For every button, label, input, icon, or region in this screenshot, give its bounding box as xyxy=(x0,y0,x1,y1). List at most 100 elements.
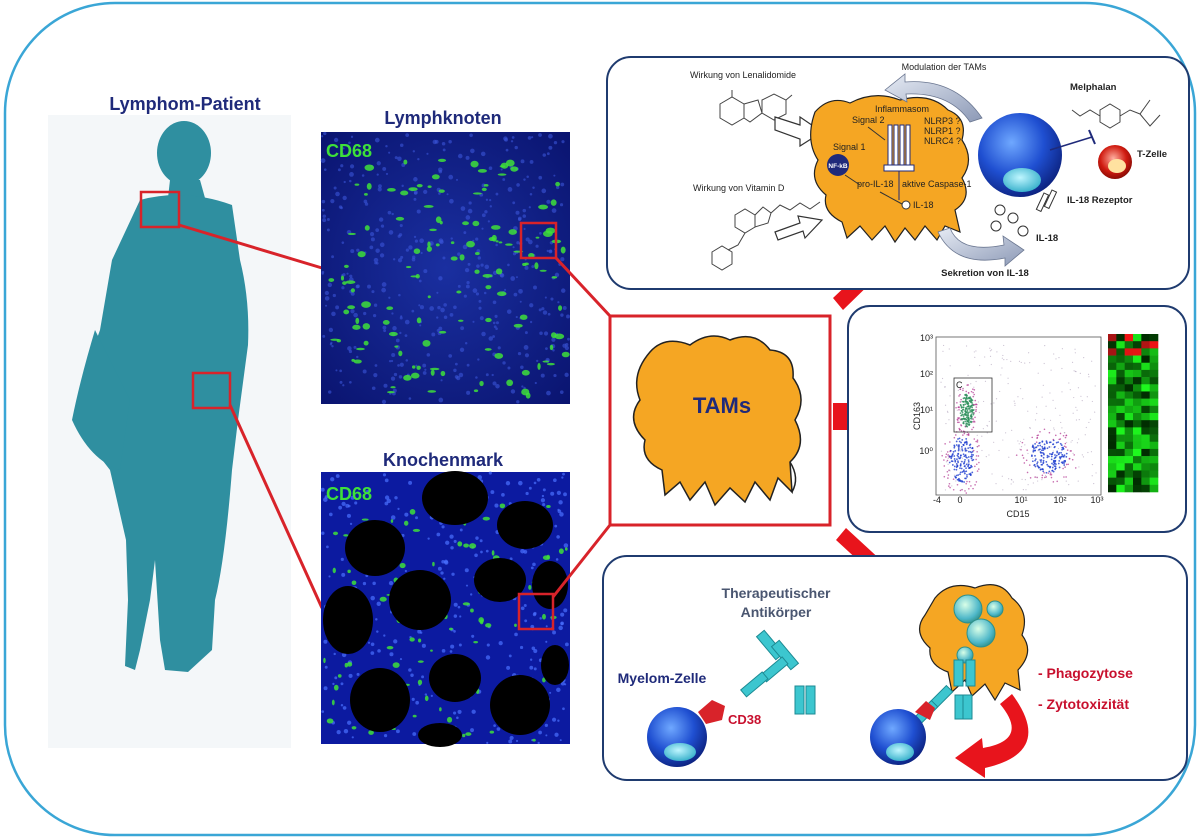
texture-mark xyxy=(1001,367,1003,369)
texture-mark xyxy=(549,691,552,694)
texture-mark xyxy=(363,311,367,316)
texture-mark xyxy=(531,646,536,651)
texture-mark xyxy=(1057,441,1060,444)
texture-mark xyxy=(1062,467,1064,470)
texture-mark xyxy=(1061,448,1063,451)
texture-mark xyxy=(381,399,387,404)
texture-mark xyxy=(1063,462,1066,464)
texture-mark xyxy=(946,470,949,473)
texture-mark xyxy=(528,486,532,490)
texture-mark xyxy=(372,313,377,318)
texture-mark xyxy=(1069,389,1071,391)
texture-mark xyxy=(347,346,352,351)
texture-mark xyxy=(440,379,443,382)
texture-mark xyxy=(1058,460,1061,462)
texture-mark xyxy=(560,257,565,262)
texture-mark xyxy=(488,166,493,171)
texture-mark xyxy=(1053,429,1055,431)
texture-mark xyxy=(410,372,420,379)
texture-mark xyxy=(1034,458,1037,460)
texture-mark xyxy=(349,179,352,183)
texture-mark xyxy=(1046,463,1049,466)
texture-mark xyxy=(960,398,962,401)
texture-mark xyxy=(528,206,531,209)
texture-mark xyxy=(525,491,529,496)
texture-mark xyxy=(552,717,557,722)
texture-mark xyxy=(487,220,491,223)
texture-mark xyxy=(403,159,408,165)
texture-mark xyxy=(520,365,524,370)
texture-mark xyxy=(408,397,412,400)
texture-mark xyxy=(961,471,964,473)
texture-mark xyxy=(976,450,978,453)
texture-mark xyxy=(1133,355,1142,364)
texture-mark xyxy=(539,617,542,620)
texture-mark xyxy=(968,397,970,400)
texture-mark xyxy=(1068,458,1071,460)
texture-mark xyxy=(944,489,947,491)
texture-mark xyxy=(563,543,569,548)
texture-mark xyxy=(1028,464,1031,466)
texture-mark xyxy=(321,208,325,212)
flow-y-tick: 10⁰ xyxy=(919,446,933,456)
texture-mark xyxy=(971,447,974,449)
texture-mark xyxy=(385,172,389,176)
texture-mark xyxy=(542,502,546,507)
texture-mark xyxy=(989,350,992,352)
texture-mark xyxy=(388,230,394,235)
texture-mark xyxy=(1061,453,1064,456)
texture-mark xyxy=(385,144,388,148)
texture-mark xyxy=(341,572,346,577)
texture-mark xyxy=(967,460,970,463)
texture-mark xyxy=(1043,446,1046,449)
texture-mark xyxy=(374,364,378,367)
texture-mark xyxy=(332,293,336,298)
texture-mark xyxy=(472,320,475,323)
texture-mark xyxy=(477,475,483,480)
texture-mark xyxy=(529,303,534,308)
texture-mark xyxy=(328,327,334,333)
texture-mark xyxy=(427,185,432,188)
texture-mark xyxy=(1043,443,1046,446)
texture-mark xyxy=(943,465,946,467)
texture-mark xyxy=(556,687,561,693)
texture-mark xyxy=(470,728,474,733)
texture-mark xyxy=(538,133,542,137)
texture-mark xyxy=(964,465,966,467)
texture-mark xyxy=(331,311,336,317)
texture-mark xyxy=(958,444,960,446)
texture-mark xyxy=(1072,452,1074,454)
texture-mark xyxy=(1075,370,1077,373)
texture-mark xyxy=(1108,463,1117,471)
patient-bone-marrow-marker xyxy=(191,371,232,410)
texture-mark xyxy=(531,265,535,268)
texture-mark xyxy=(332,682,335,686)
texture-mark xyxy=(1063,476,1065,478)
texture-mark xyxy=(324,290,329,296)
texture-mark xyxy=(1149,377,1159,385)
texture-mark xyxy=(1149,369,1159,378)
texture-mark xyxy=(429,367,440,371)
texture-mark xyxy=(485,285,492,290)
texture-mark xyxy=(1090,451,1093,453)
texture-mark xyxy=(1108,434,1117,443)
texture-mark xyxy=(966,433,969,436)
texture-mark xyxy=(366,489,370,494)
texture-mark xyxy=(1022,398,1024,400)
texture-mark xyxy=(457,319,464,322)
texture-mark xyxy=(972,421,974,423)
texture-mark xyxy=(555,185,560,190)
texture-mark xyxy=(958,440,961,443)
texture-mark xyxy=(941,377,944,380)
texture-mark xyxy=(412,255,416,259)
texture-mark xyxy=(364,202,369,206)
texture-mark xyxy=(970,457,973,460)
texture-mark xyxy=(381,282,387,287)
texture-mark xyxy=(486,741,489,744)
texture-mark xyxy=(343,534,349,537)
texture-mark xyxy=(1020,361,1022,364)
texture-mark xyxy=(492,381,497,386)
texture-mark xyxy=(340,164,344,168)
texture-mark xyxy=(973,389,976,391)
center-tam-cell xyxy=(632,335,802,507)
